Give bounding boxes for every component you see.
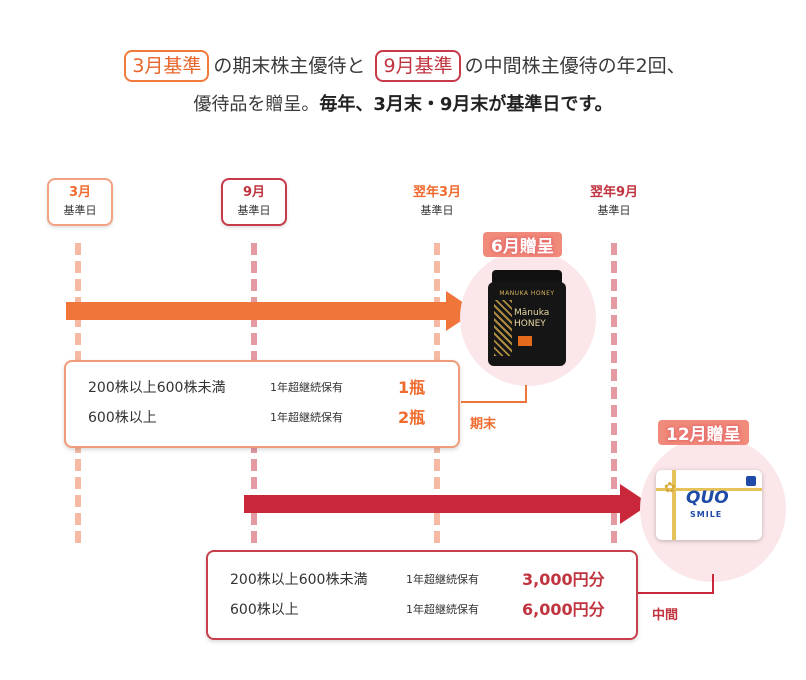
- jar-name-line1: Mānuka: [514, 308, 550, 318]
- benefit-amount: 2瓶: [398, 408, 426, 427]
- final-gift-badge: 6月贈呈: [483, 232, 562, 257]
- benefit-amount: 1瓶: [398, 378, 426, 397]
- benefit-amount: 3,000円分: [522, 570, 605, 589]
- final-benefit-box: 200株以上600株未満 1年超継続保有 1瓶 600株以上 1年超継続保有 2…: [64, 360, 460, 448]
- shares-range: 600株以上: [88, 410, 157, 426]
- timeline-line-next-sept: [611, 243, 617, 543]
- intro-text-b: の中間株主優待の年2回、: [464, 55, 686, 77]
- holding-condition: 1年超継続保有: [270, 411, 343, 424]
- timeline-head-sept: 9月 基準日: [221, 178, 287, 226]
- shares-range: 200株以上600株未満: [88, 380, 226, 396]
- card-logo-icon: [746, 476, 756, 486]
- timeline-head-next-march: 翌年3月 基準日: [392, 184, 482, 220]
- jar-name: Mānuka HONEY: [514, 308, 549, 330]
- card-brand: QUO: [686, 488, 729, 508]
- holding-condition: 1年超継続保有: [406, 603, 479, 616]
- benefit-row: 600株以上 1年超継続保有 2瓶: [66, 406, 458, 430]
- quo-card-icon: ✿ QUO SMILE: [656, 470, 762, 540]
- timeline-sub: 基準日: [237, 204, 271, 217]
- ribbon-bow-icon: ✿: [664, 480, 676, 496]
- card-sub: SMILE: [690, 510, 723, 519]
- timeline-sub: 基準日: [597, 204, 631, 217]
- interim-period-arrow: [244, 484, 650, 524]
- intro-line-1: 3月基準の期末株主優待と 9月基準の中間株主優待の年2回、: [0, 50, 806, 82]
- intro-text-a: の期末株主優待と: [213, 55, 366, 77]
- shares-range: 600株以上: [230, 602, 299, 618]
- arrow-shaft: [66, 302, 448, 320]
- interim-gift-badge: 12月贈呈: [658, 420, 749, 445]
- jar-brand: MANUKA HONEY: [499, 290, 555, 297]
- interim-connector: [634, 574, 714, 594]
- holding-condition: 1年超継続保有: [270, 381, 343, 394]
- timeline-month: 翌年3月: [412, 185, 462, 200]
- final-connector-label: 期末: [470, 417, 497, 432]
- intro-text-bold: 毎年、3月末・9月末が基準日です。: [319, 94, 613, 115]
- interim-connector-label: 中間: [652, 608, 679, 623]
- intro-text-c: 優待品を贈呈。: [193, 94, 320, 115]
- card-ribbon-vertical: [672, 470, 676, 540]
- arrow-shaft: [244, 495, 622, 513]
- shares-range: 200株以上600株未満: [230, 572, 368, 588]
- timeline-month: 3月: [68, 185, 92, 200]
- jar-label: [518, 336, 532, 346]
- holding-condition: 1年超継続保有: [406, 573, 479, 586]
- jar-name-line2: HONEY: [514, 319, 546, 329]
- timeline-sub: 基準日: [420, 204, 454, 217]
- benefit-row: 200株以上600株未満 1年超継続保有 3,000円分: [208, 568, 636, 592]
- timeline-month: 翌年9月: [589, 185, 639, 200]
- timeline-head-march: 3月 基準日: [47, 178, 113, 226]
- benefit-row: 600株以上 1年超継続保有 6,000円分: [208, 598, 636, 622]
- honey-jar-icon: MANUKA HONEY Mānuka HONEY: [488, 270, 566, 366]
- jar-lid: [492, 270, 562, 284]
- timeline-month: 9月: [242, 185, 266, 200]
- timeline-sub: 基準日: [63, 204, 97, 217]
- jar-decoration: [494, 300, 512, 356]
- tag-sept-basis: 9月基準: [375, 50, 461, 82]
- tag-march-basis: 3月基準: [124, 50, 210, 82]
- timeline-head-next-sept: 翌年9月 基準日: [569, 184, 659, 220]
- benefit-amount: 6,000円分: [522, 600, 605, 619]
- card-ribbon-horizontal: [656, 488, 762, 491]
- interim-benefit-box: 200株以上600株未満 1年超継続保有 3,000円分 600株以上 1年超継…: [206, 550, 638, 640]
- final-period-arrow: [66, 291, 476, 331]
- final-connector: [461, 385, 527, 403]
- intro-line-2: 優待品を贈呈。毎年、3月末・9月末が基準日です。: [0, 90, 806, 120]
- benefit-row: 200株以上600株未満 1年超継続保有 1瓶: [66, 376, 458, 400]
